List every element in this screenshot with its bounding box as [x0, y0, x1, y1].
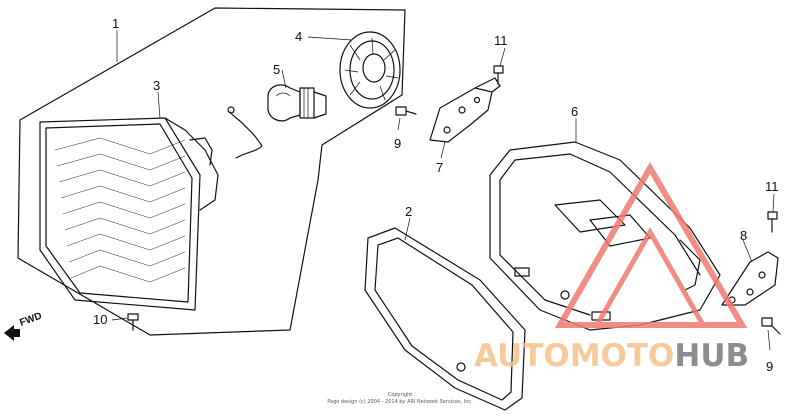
callout-7: 7	[436, 160, 443, 175]
watermark-triangle-icon	[554, 162, 748, 328]
callout-2: 2	[405, 204, 412, 219]
wire-harness	[229, 111, 263, 159]
bolt-11-top	[493, 65, 504, 85]
callout-9-left: 9	[394, 136, 401, 151]
callout-1: 1	[112, 16, 119, 31]
headlight-rim	[364, 227, 526, 411]
callout-4: 4	[295, 29, 302, 44]
copyright-line-1: Copyright	[388, 392, 412, 398]
callout-6: 6	[571, 104, 578, 119]
callout-11-right: 11	[765, 179, 779, 194]
headlight-unit	[39, 117, 219, 311]
bolt-9-right	[761, 317, 781, 335]
callout-3: 3	[153, 78, 160, 93]
leader-lines	[111, 30, 775, 351]
bolt-9-left	[395, 106, 417, 116]
screw-10	[127, 313, 139, 331]
callout-labels: 1 2 3 4 5 6 7 8 9 9 10 11 11	[93, 16, 779, 374]
bracket-7	[429, 77, 501, 143]
callout-9-right: 9	[766, 359, 773, 374]
headlight-case	[489, 141, 721, 331]
assembly-1-outline	[17, 7, 406, 336]
forward-direction: FWD	[4, 311, 43, 341]
svg-text:AUTOMOTOHUB: AUTOMOTOHUB	[474, 338, 749, 374]
copyright-line-2: Page design (c) 2004 - 2014 by ARI Netwo…	[327, 399, 473, 405]
bulb	[267, 84, 327, 122]
watermark-text-primary: AUTOMOTO	[474, 338, 674, 374]
bracket-8	[721, 251, 779, 306]
callout-11-top: 11	[494, 33, 508, 48]
bulb-socket	[339, 31, 401, 109]
arrow-left-icon	[4, 325, 20, 341]
watermark-logo: AUTOMOTOHUB	[474, 162, 749, 374]
fwd-label: FWD	[18, 311, 43, 329]
wire-terminal	[227, 106, 235, 114]
watermark-text-secondary: HUB	[674, 338, 749, 374]
callout-10: 10	[93, 312, 107, 327]
callout-8: 8	[740, 228, 747, 243]
watermark-inner-triangle-icon	[592, 226, 708, 328]
callout-5: 5	[273, 62, 280, 77]
bolt-11-right	[767, 211, 778, 233]
